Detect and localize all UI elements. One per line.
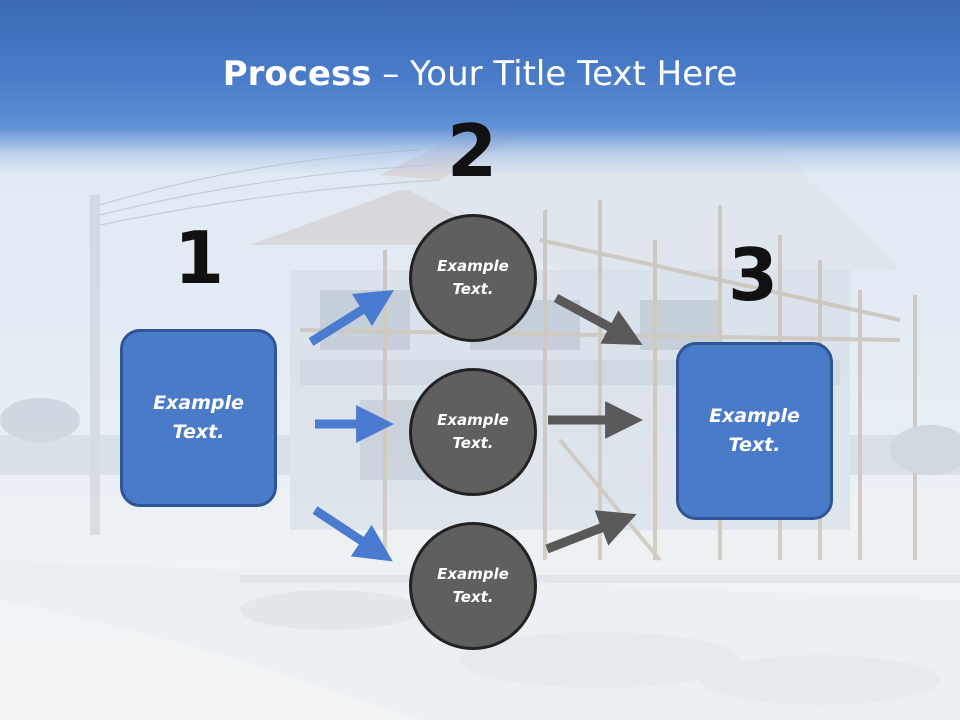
arrow-left-to-circle-top [308,289,395,346]
arrow-circle-top-to-right [553,294,643,346]
title-bold: Process [222,54,372,94]
input-box-text: Example Text. [153,392,244,443]
slide-title: Process – Your Title Text Here [0,52,960,96]
title-rest: – Your Title Text Here [371,54,738,94]
step-number-1: 1 [173,216,225,300]
process-circle-top[interactable]: Example Text. [409,214,537,342]
process-circle-bottom[interactable]: Example Text. [409,522,537,650]
input-box[interactable]: Example Text. [120,329,277,507]
process-circle-top-text: Example Text. [437,257,509,298]
arrow-circle-bottom-to-right [545,510,637,554]
header-band [0,0,960,175]
step-number-2: 2 [446,109,498,193]
arrow-left-to-circle-bottom [312,506,393,562]
process-circle-middle-text: Example Text. [437,411,509,452]
output-box[interactable]: Example Text. [676,342,833,520]
process-circle-middle[interactable]: Example Text. [409,368,537,496]
step-number-3: 3 [727,233,779,317]
output-box-text: Example Text. [709,405,800,456]
process-circle-bottom-text: Example Text. [437,565,509,606]
